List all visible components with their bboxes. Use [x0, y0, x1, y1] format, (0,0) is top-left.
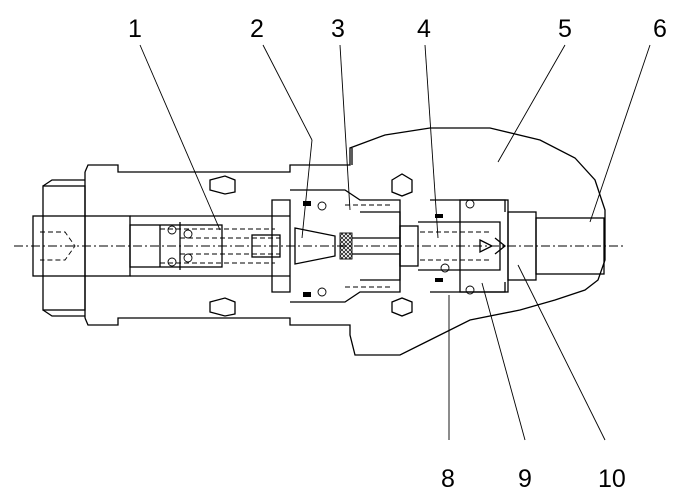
callout-2: 2	[250, 15, 264, 43]
callout-4: 4	[417, 15, 431, 43]
callout-3: 3	[331, 15, 345, 43]
callout-1: 1	[128, 15, 142, 43]
seal-marks	[303, 201, 443, 297]
callout-6: 6	[653, 15, 667, 43]
callout-5: 5	[558, 15, 572, 43]
callout-10: 10	[598, 465, 626, 493]
callout-8: 8	[441, 465, 455, 493]
callout-9: 9	[518, 465, 532, 493]
main-bore	[130, 199, 291, 293]
leader-lines	[139, 44, 651, 441]
left-plug	[32, 179, 223, 317]
grooves	[209, 173, 413, 317]
o-rings	[167, 199, 475, 297]
